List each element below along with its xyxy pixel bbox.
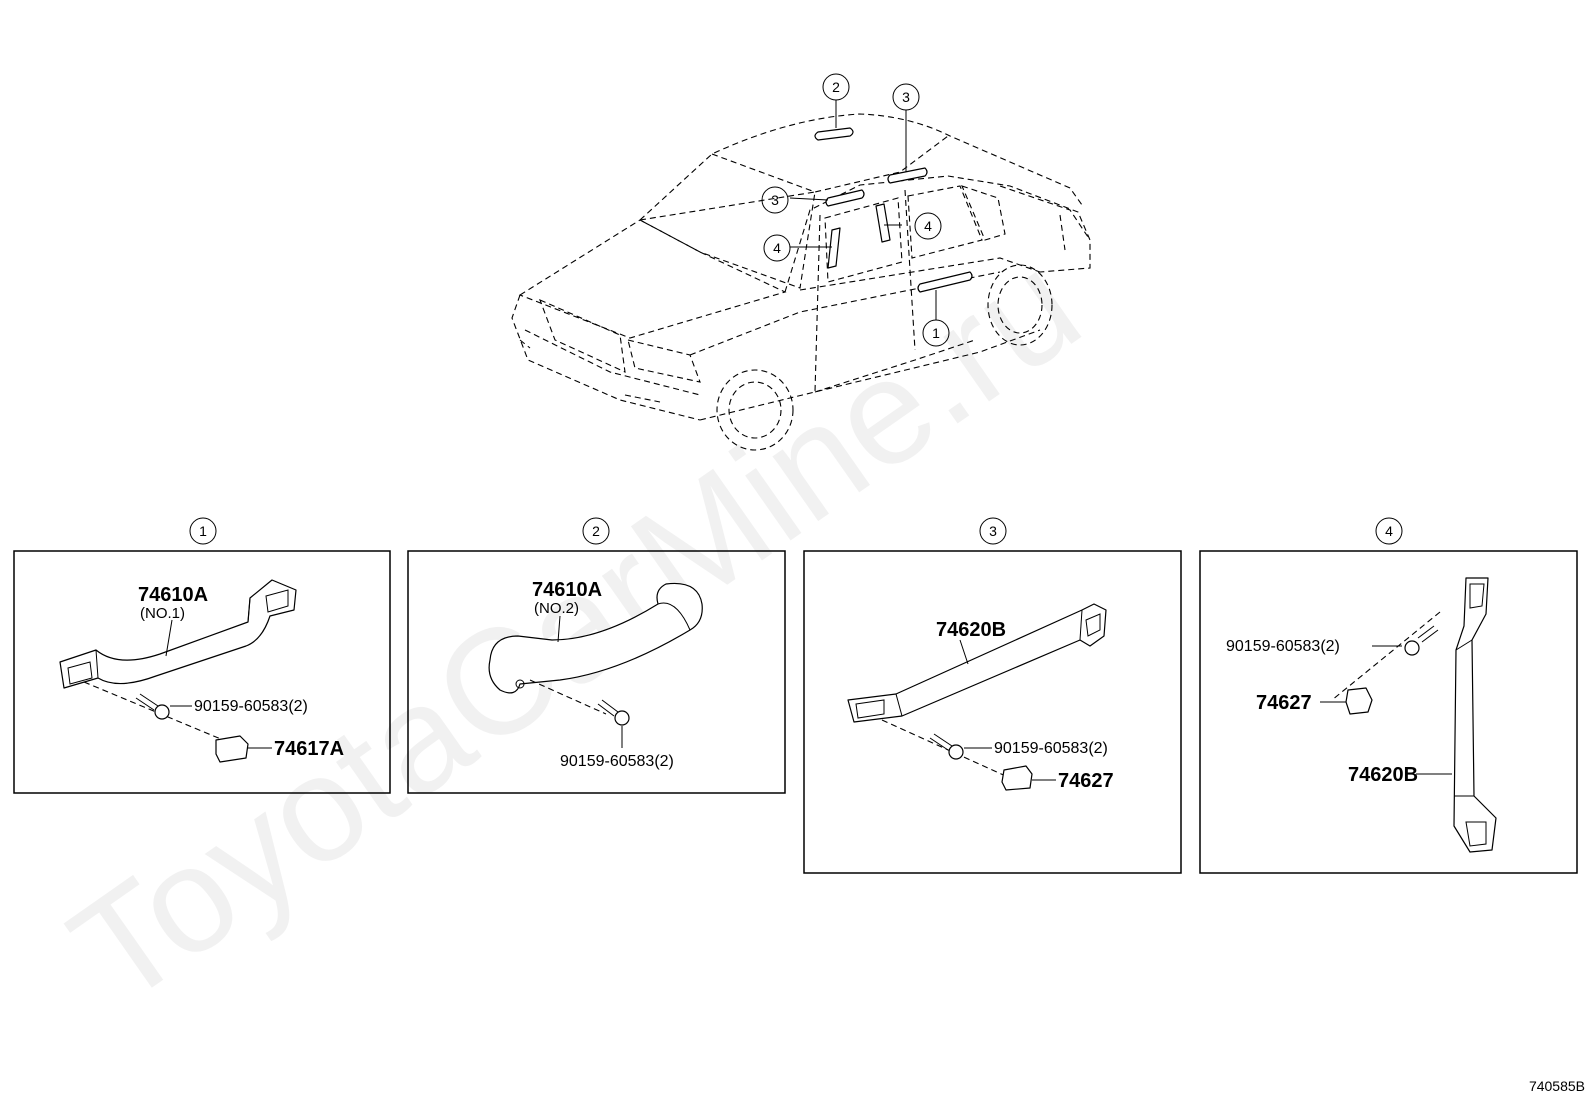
- cap-74617a-icon: [215, 735, 249, 763]
- bolt-icon: [135, 693, 170, 720]
- bolt-part-number-panel2: 90159-60583(2): [560, 753, 674, 770]
- part-number-74610a-no2: 74610A: [532, 579, 602, 601]
- overview-callout-2: 2: [822, 73, 850, 101]
- bolt-part-number-panel1: 90159-60583(2): [194, 698, 308, 715]
- panel-2: 2 74610A (NO.2) 90159-60583(2): [407, 517, 786, 794]
- assist-grip-no2: [488, 582, 703, 694]
- svg-text:1: 1: [932, 325, 940, 341]
- part-number-74610a-no1: 74610A: [138, 584, 208, 606]
- assist-grip-74620b-panel4: [1453, 577, 1497, 853]
- diagram-code: 740585B: [1529, 1078, 1585, 1094]
- panel-4-number: 4: [1385, 523, 1393, 539]
- overview-callout-4-left: 4: [763, 234, 791, 262]
- part-number-74620b-panel4: 74620B: [1348, 764, 1418, 786]
- panel-1: 1 74610A (NO.1) 90159-60583(2) 74617A: [13, 517, 391, 794]
- cap-part-number-74627-panel4: 74627: [1256, 692, 1312, 714]
- svg-text:3: 3: [771, 192, 779, 208]
- part-number-74620b-panel3: 74620B: [936, 619, 1006, 641]
- overview-callout-3-left: 3: [761, 186, 789, 214]
- panel-4: 4 90159-60583(2) 74627 74620B: [1199, 517, 1578, 874]
- assist-grip-74620b-panel3: [847, 603, 1107, 723]
- cap-74627-icon-panel3: [1001, 765, 1033, 791]
- bolt-part-number-panel4: 90159-60583(2): [1226, 638, 1340, 655]
- assist-grip-no1: [59, 579, 297, 689]
- sub-label-no2: (NO.2): [534, 600, 579, 617]
- bolt-icon: [929, 733, 964, 760]
- bolt-icon: [597, 699, 630, 726]
- overview-callout-4-right: 4: [914, 212, 942, 240]
- bolt-part-number-panel3: 90159-60583(2): [994, 740, 1108, 757]
- panel-3-number: 3: [989, 523, 997, 539]
- svg-text:3: 3: [902, 89, 910, 105]
- cap-part-number-74627-panel3: 74627: [1058, 770, 1114, 792]
- panel-1-number: 1: [199, 523, 207, 539]
- svg-text:4: 4: [924, 218, 932, 234]
- overview-callout-3-right: 3: [892, 83, 920, 111]
- overview-callout-1: 1: [922, 319, 950, 347]
- svg-text:4: 4: [773, 240, 781, 256]
- panel-3: 3 74620B 90159-60583(2) 74627: [803, 517, 1182, 874]
- bolt-icon: [1404, 625, 1439, 656]
- sub-label-no1: (NO.1): [140, 605, 185, 622]
- cap-part-number-74617a: 74617A: [274, 738, 344, 760]
- car-overview-illustration: [511, 100, 1091, 451]
- svg-text:2: 2: [832, 79, 840, 95]
- panel-2-number: 2: [592, 523, 600, 539]
- cap-74627-icon-panel4: [1345, 687, 1373, 715]
